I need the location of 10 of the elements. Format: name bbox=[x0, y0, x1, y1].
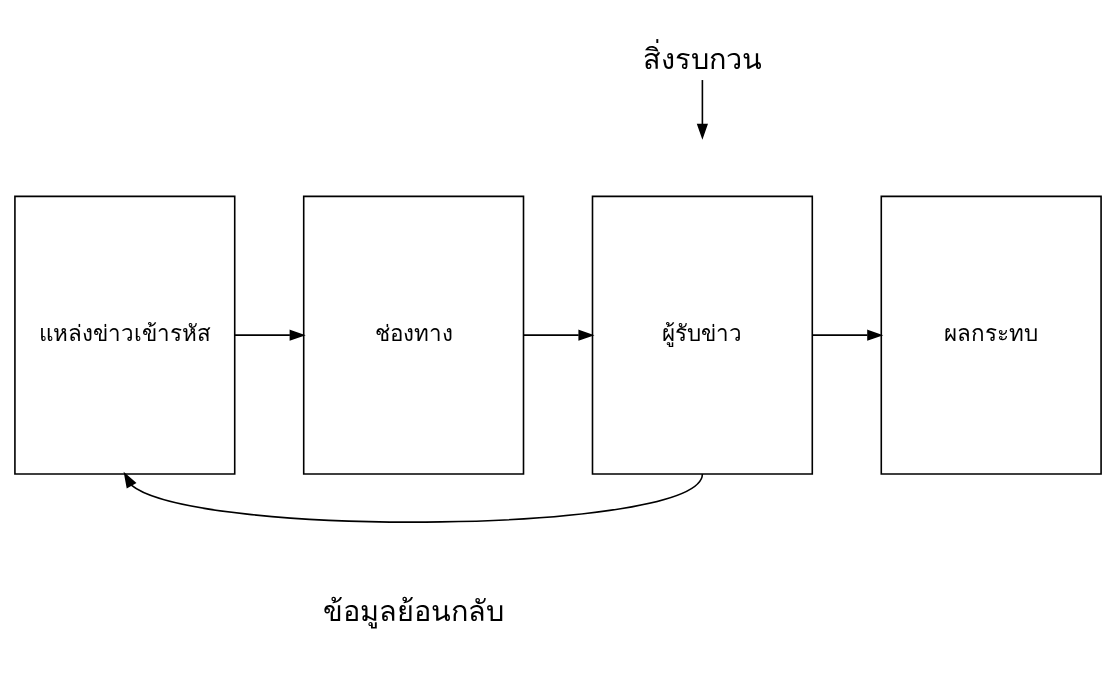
label: ข้อมูลย้อนกลับ bbox=[323, 595, 505, 628]
node-box: ช่องทาง bbox=[302, 195, 525, 475]
arrow bbox=[522, 329, 595, 341]
arrow bbox=[234, 329, 306, 341]
arrow bbox=[123, 471, 704, 523]
arrow bbox=[811, 329, 884, 341]
node-box: ผลกระทบ bbox=[880, 195, 1102, 475]
node-box: แหล่งข่าวเข้ารหัส bbox=[14, 195, 236, 475]
arrow bbox=[696, 79, 708, 140]
node-box: ผู้รับข่าว bbox=[591, 195, 814, 475]
